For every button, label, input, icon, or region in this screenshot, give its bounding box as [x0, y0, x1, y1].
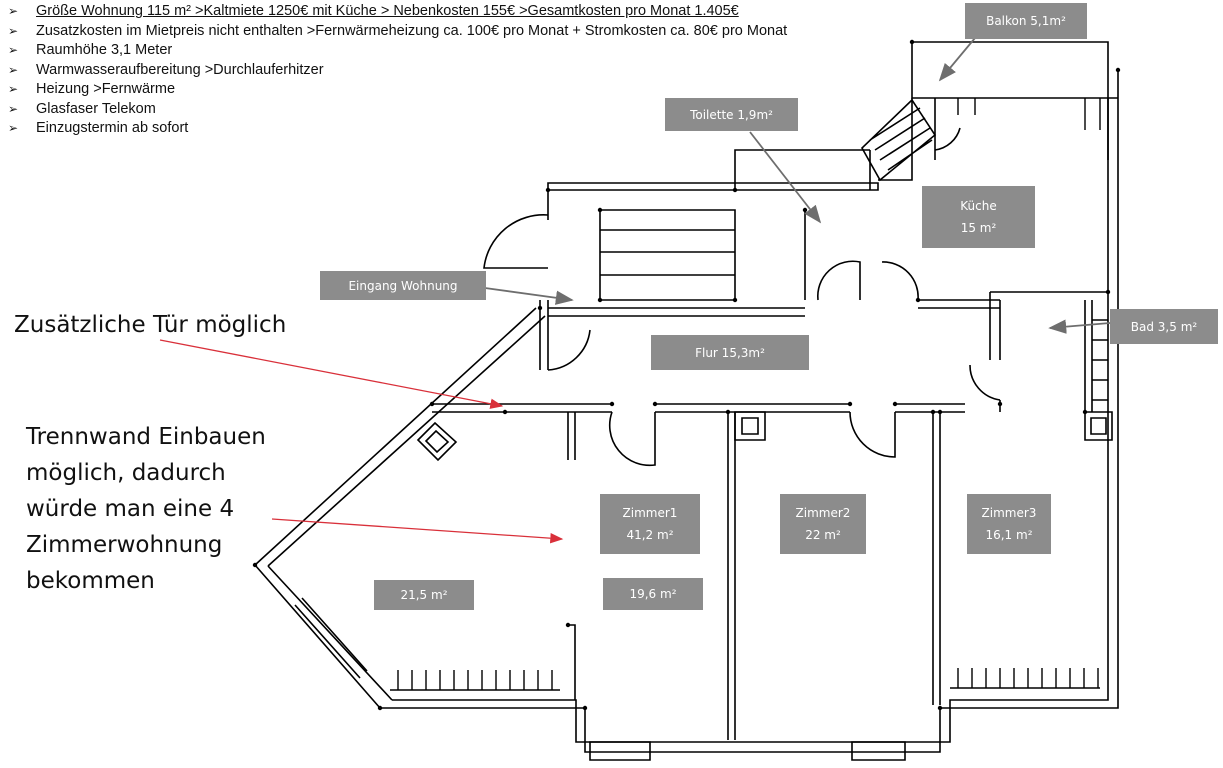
balcony-stairs	[860, 98, 937, 182]
fact-item: ➢Warmwasseraufbereitung >Durchlauferhitz…	[8, 61, 787, 81]
partition-note: Trennwand Einbauen möglich, dadurch würd…	[26, 424, 266, 594]
apartment-facts-list: ➢Größe Wohnung 115 m² >Kaltmiete 1250€ m…	[8, 2, 787, 139]
corridor-top	[548, 299, 1000, 317]
zimmer2-name: Zimmer2	[795, 506, 851, 520]
chimney-mid	[734, 411, 766, 441]
zimmer1-name: Zimmer1	[622, 506, 678, 520]
door-arc-5	[969, 364, 1001, 401]
flur-label: Flur 15,3m²	[651, 335, 809, 370]
entrance-walls	[539, 190, 549, 370]
zimmer2-area: 22 m²	[805, 528, 841, 542]
wall-nodes	[252, 39, 1121, 711]
kueche-label: Küche 15 m²	[922, 186, 1035, 248]
bullet-arrow-icon: ➢	[8, 82, 19, 96]
fact-item: ➢Einzugstermin ab sofort	[8, 119, 787, 139]
walls	[254, 41, 1119, 761]
bullet-arrow-icon: ➢	[8, 4, 19, 18]
door-arc-2	[849, 411, 896, 458]
divider-zimmer1-2	[727, 412, 736, 740]
bullet-arrow-icon: ➢	[8, 43, 19, 57]
kueche-name: Küche	[960, 199, 997, 213]
eingang-label: Eingang Wohnung	[320, 271, 486, 300]
bullet-arrow-icon: ➢	[8, 101, 19, 116]
zimmer3-name: Zimmer3	[981, 506, 1037, 520]
balkon-label: Balkon 5,1m²	[965, 3, 1087, 39]
part-right-area-label: 19,6 m²	[603, 578, 703, 610]
bad-label: Bad 3,5 m²	[1110, 309, 1218, 344]
fact-item: ➢Zusatzkosten im Mietpreis nicht enthalt…	[8, 22, 787, 42]
balkon-pointer	[938, 37, 976, 82]
fact-item: ➢Heizung >Fernwärme	[8, 80, 787, 100]
outer-wall-diagonal-lower	[254, 564, 393, 709]
part-left-area-label: 21,5 m²	[374, 580, 474, 610]
entrance-door-arc	[483, 214, 549, 269]
zimmer1-area: 41,2 m²	[626, 528, 674, 542]
partition-arrow	[271, 518, 564, 544]
door-arc-6	[934, 127, 961, 151]
window-bottom-center	[589, 741, 906, 761]
toilette-label: Toilette 1,9m²	[665, 98, 798, 131]
bullet-arrow-icon: ➢	[8, 121, 19, 135]
divider-small	[567, 412, 576, 700]
bullet-arrow-icon: ➢	[8, 23, 19, 38]
stair-box	[599, 209, 736, 301]
window-right-bath	[1092, 319, 1108, 401]
corridor-bottom	[432, 403, 965, 413]
chimney-right	[1084, 411, 1113, 441]
door-arc-entry	[547, 329, 591, 371]
top-wall-balcony	[911, 41, 1118, 99]
toilet-walls	[734, 149, 871, 300]
door-arc-4	[881, 261, 919, 301]
zimmer2-label: Zimmer2 22 m²	[780, 494, 866, 554]
divider-zimmer2-3	[932, 412, 941, 705]
fact-item: ➢Glasfaser Telekom	[8, 100, 787, 120]
fact-item: ➢Größe Wohnung 115 m² >Kaltmiete 1250€ m…	[8, 2, 787, 22]
kueche-area: 15 m²	[960, 221, 997, 235]
outer-wall-bottom	[380, 70, 1119, 753]
zimmer3-label: Zimmer3 16,1 m²	[967, 494, 1051, 554]
zimmer1-label: Zimmer1 41,2 m²	[600, 494, 700, 554]
bath-walls	[989, 291, 1108, 412]
zimmer3-area: 16,1 m²	[985, 528, 1033, 542]
outer-wall-diagonal-upper	[254, 307, 546, 567]
fact-item: ➢Raumhöhe 3,1 Meter	[8, 41, 787, 61]
door-arc-3	[817, 260, 861, 301]
extra-door-note: Zusätzliche Tür möglich	[14, 312, 287, 338]
door-arc-1	[608, 411, 656, 467]
radiator-ticks	[397, 98, 1101, 690]
chimney-left	[416, 421, 458, 462]
extra-door-arrow	[159, 339, 504, 409]
bad-pointer	[1048, 319, 1111, 334]
toilette-pointer	[749, 131, 822, 224]
bullet-arrow-icon: ➢	[8, 62, 19, 77]
top-wall-left	[547, 182, 879, 191]
eingang-pointer	[484, 287, 574, 305]
window-diagonal	[294, 597, 368, 679]
